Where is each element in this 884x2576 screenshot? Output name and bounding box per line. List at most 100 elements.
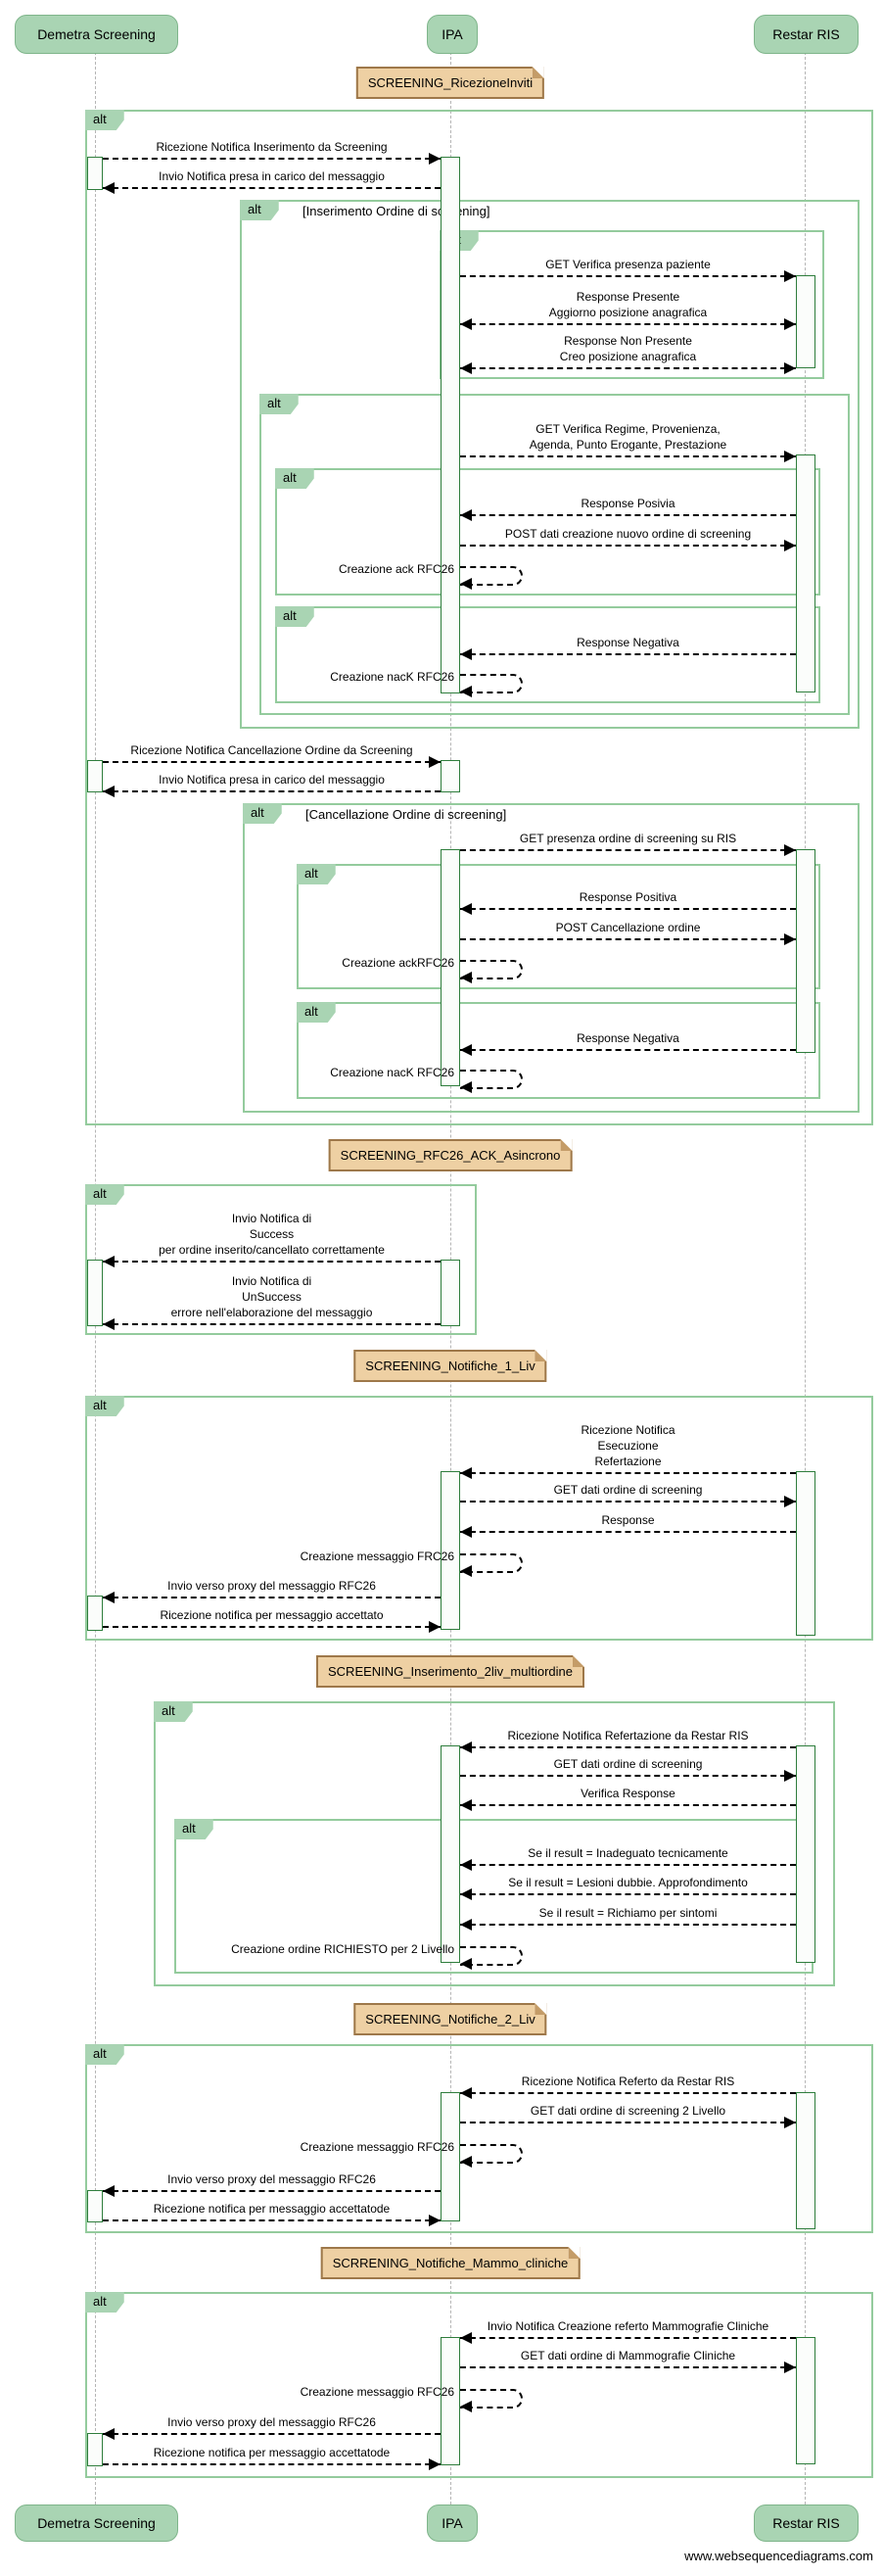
message-label-line: GET Verifica Regime, Provenienza, (535, 422, 721, 436)
activation-bar-dem (87, 2433, 103, 2466)
alt-frame: alt (259, 394, 850, 715)
alt-frame: alt (85, 1396, 873, 1641)
alt-frame-label: alt (275, 468, 314, 489)
message-label-line: per ordine inserito/cancellato correttam… (159, 1243, 385, 1257)
message-label-line: Invio Notifica presa in carico del messa… (159, 773, 385, 787)
note-fold-icon (573, 1655, 584, 1667)
message-label-line: GET Verifica presenza paziente (545, 258, 711, 271)
message-label: Invio verso proxy del messaggio RFC26 (103, 1578, 441, 1594)
actor-box-dem-top: Demetra Screening (15, 15, 178, 54)
arrowhead-left-icon (103, 2185, 115, 2197)
message-label: Response Negativa (460, 635, 796, 650)
note-fold-icon (535, 1350, 547, 1361)
arrowhead-right-icon (784, 933, 796, 945)
activation-bar-ipa (441, 157, 460, 693)
message-line (460, 1501, 796, 1503)
message-label-line: Response Positiva (579, 890, 677, 904)
message-line (460, 1864, 796, 1866)
arrowhead-left-icon (460, 1741, 472, 1753)
message-line (103, 2463, 441, 2465)
message-label: Se il result = Lesioni dubbie. Approfond… (460, 1875, 796, 1890)
message-line (460, 1746, 796, 1748)
message-label: POST Cancellazione ordine (460, 920, 796, 935)
arrowhead-right-icon (784, 1496, 796, 1507)
message-label-line: Esecuzione (597, 1439, 659, 1453)
arrowhead-left-icon (460, 648, 472, 660)
message-line (103, 2433, 441, 2435)
arrowhead-left-icon (460, 2156, 472, 2168)
note-text: SCREENING_RicezioneInviti (367, 75, 534, 90)
arrowhead-right-icon (784, 362, 796, 374)
activation-bar-dem (87, 1260, 103, 1326)
arrowhead-left-icon (460, 1799, 472, 1811)
activation-bar-restar (796, 849, 815, 1053)
arrowhead-right-icon (784, 2361, 796, 2373)
arrowhead-left-icon (460, 1044, 472, 1056)
self-message-label: Creazione ack RFC26 (338, 562, 454, 576)
message-label: Invio verso proxy del messaggio RFC26 (103, 2171, 441, 2187)
message-line (460, 1531, 796, 1533)
arrowhead-left-icon (460, 2087, 472, 2099)
activation-bar-dem (87, 157, 103, 190)
message-label-line: Ricezione notifica per messaggio accetta… (153, 2202, 391, 2216)
message-line (460, 455, 796, 457)
message-label-line: Response (601, 1513, 655, 1527)
activation-bar-ipa (441, 849, 460, 1086)
activation-bar-restar (796, 275, 815, 368)
alt-frame: alt (85, 110, 873, 1125)
message-line (460, 1049, 796, 1051)
alt-frame-label: alt (174, 1819, 213, 1839)
message-label-line: Agenda, Punto Erogante, Prestazione (529, 438, 727, 452)
message-label: GET dati ordine di screening (460, 1756, 796, 1772)
activation-bar-restar (796, 2092, 815, 2229)
note-fold-icon (568, 2247, 581, 2259)
message-label: Ricezione Notifica Cancellazione Ordine … (103, 742, 441, 758)
message-label-line: Ricezione Notifica Referto da Restar RIS (521, 2075, 735, 2088)
message-line (460, 1775, 796, 1777)
message-line (103, 2190, 441, 2192)
message-label-line: POST dati creazione nuovo ordine di scre… (504, 527, 752, 541)
self-message-loop (460, 960, 523, 979)
self-message-label: Creazione nacK RFC26 (330, 670, 454, 684)
arrowhead-right-icon (784, 844, 796, 856)
message-label-line: Verifica Response (581, 1787, 675, 1800)
message-label-line: GET dati ordine di screening (553, 1483, 703, 1497)
guard-condition: [Inserimento Ordine di screening] (302, 204, 490, 218)
alt-frame: alt (275, 606, 820, 703)
message-label-line: Invio Notifica di (231, 1212, 312, 1225)
message-line (460, 2092, 796, 2094)
arrowhead-left-icon (460, 1565, 472, 1577)
message-line (460, 1893, 796, 1895)
self-message-loop (460, 674, 523, 693)
note-text: SCREENING_Notifiche_1_Liv (365, 1359, 535, 1373)
message-label-line: GET dati ordine di screening 2 Livello (530, 2104, 726, 2118)
self-message-label: Creazione messaggio RFC26 (300, 2140, 454, 2154)
arrowhead-left-icon (460, 1081, 472, 1093)
note: SCREENING_Inserimento_2liv_multiordine (316, 1655, 584, 1688)
message-line (103, 1597, 441, 1598)
message-label-line: Success (249, 1227, 295, 1241)
alt-frame-label: alt (297, 864, 336, 884)
footer-credit: www.websequencediagrams.com (684, 2549, 873, 2563)
arrowhead-right-icon (429, 2458, 441, 2470)
note-text: SCREENING_Inserimento_2liv_multiordine (328, 1664, 573, 1679)
message-line (460, 938, 796, 940)
message-label: Ricezione notifica per messaggio accetta… (103, 2445, 441, 2460)
message-line (103, 2219, 441, 2221)
message-label: Se il result = Richiamo per sintomi (460, 1905, 796, 1921)
activation-bar-ipa (441, 2337, 460, 2465)
activation-bar-restar (796, 2337, 815, 2464)
actor-box-ipa-top: IPA (427, 15, 478, 54)
message-label: Ricezione notifica per messaggio accetta… (103, 1607, 441, 1623)
message-line (460, 1804, 796, 1806)
activation-bar-restar (796, 454, 815, 692)
arrowhead-left-icon (460, 509, 472, 521)
note: SCREENING_Notifiche_2_Liv (353, 2003, 547, 2035)
arrowhead-left-icon (103, 1318, 115, 1330)
actor-box-dem-bottom: Demetra Screening (15, 2504, 178, 2542)
alt-frame-label: alt (85, 2292, 124, 2313)
